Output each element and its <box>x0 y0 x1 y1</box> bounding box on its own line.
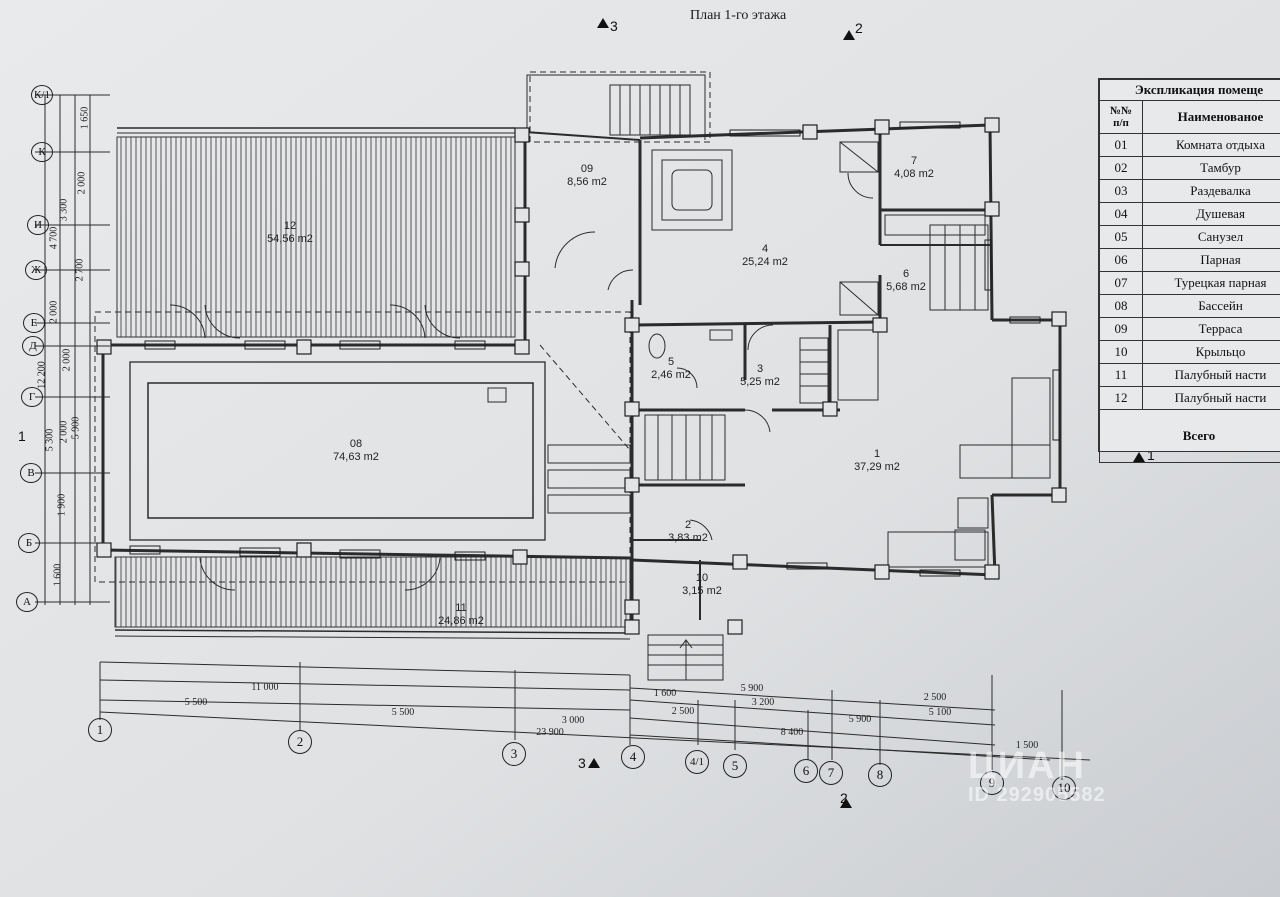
dim-h-11000: 11 000 <box>251 682 279 693</box>
dim-h-23900: 23 900 <box>536 727 564 738</box>
dim-v-5300: 5 300 <box>44 428 56 452</box>
axis-4-1: 4/1 <box>685 750 709 774</box>
pool-outline <box>129 361 546 541</box>
dim-h-5900b: 5 900 <box>848 714 872 725</box>
dim-h-2500a: 2 500 <box>671 706 695 717</box>
axis-zh: Ж <box>25 260 47 280</box>
axis-g: Г <box>21 387 43 407</box>
watermark-brand: ЦИАН <box>968 745 1086 787</box>
dim-h-5500a: 5 500 <box>184 697 208 708</box>
dim-h-2500b: 2 500 <box>923 692 947 703</box>
dim-v-1900: 1 900 <box>56 493 68 517</box>
dim-v-2000a: 2 000 <box>76 171 88 195</box>
axis-1: 1 <box>88 718 112 742</box>
axis-i: И <box>27 215 49 235</box>
dim-h-1500: 1 500 <box>1015 740 1039 751</box>
axis-4: 4 <box>621 745 645 769</box>
axis-k1: К/1 <box>31 85 53 105</box>
axis-3: 3 <box>502 742 526 766</box>
axis-b: Б <box>18 533 40 553</box>
section-mark-top-3: 3 <box>610 18 618 34</box>
axis-v: В <box>20 463 42 483</box>
dim-v-2700: 2 700 <box>74 258 86 282</box>
deck-12-hatch <box>116 136 516 338</box>
section-mark-bottom-2: 2 <box>840 790 848 806</box>
dim-v-2000b: 2 000 <box>48 300 60 324</box>
axis-5: 5 <box>723 754 747 778</box>
dim-h-3000: 3 000 <box>561 715 585 726</box>
legend-col-num: №№ п/п <box>1099 100 1143 134</box>
dim-v-2000d: 2 000 <box>58 420 70 444</box>
axis-6: 6 <box>794 759 818 783</box>
section-mark-bottom-3: 3 <box>578 755 586 771</box>
axis-8: 8 <box>868 763 892 787</box>
axis-a: А <box>16 592 38 612</box>
legend-total: Всего <box>1099 409 1280 463</box>
deck-11-hatch <box>114 556 631 628</box>
legend-col-name: Наименованое <box>1142 100 1280 134</box>
dim-h-3200: 3 200 <box>751 697 775 708</box>
watermark-id: ID 292905582 <box>968 784 1106 806</box>
dim-v-12200: 12 200 <box>36 361 48 389</box>
dim-v-4700: 4 700 <box>48 226 60 250</box>
axis-10: 10 <box>1052 776 1076 800</box>
explication-table: Экспликация помеще №№ п/п Наименованое 0… <box>1098 78 1280 463</box>
axis-9: 9 <box>980 771 1004 795</box>
dim-v-2000c: 2 000 <box>61 348 73 372</box>
dim-h-5500b: 5 500 <box>391 707 415 718</box>
dim-v-1650: 1 650 <box>79 106 91 130</box>
axis-7: 7 <box>819 761 843 785</box>
axis-d: Д <box>22 336 44 356</box>
plan-title: План 1-го этажа <box>690 8 787 23</box>
dim-h-5100: 5 100 <box>928 707 952 718</box>
legend-title: Экспликация помеще <box>1099 79 1280 101</box>
dim-h-1600: 1 600 <box>653 688 677 699</box>
axis-k: К <box>31 142 53 162</box>
pool-inner <box>147 382 534 519</box>
dim-h-8400: 8 400 <box>780 727 804 738</box>
dim-h-5900a: 5 900 <box>740 683 764 694</box>
dim-v-1600: 1 600 <box>52 563 64 587</box>
dim-v-5900: 5 900 <box>70 416 82 440</box>
section-mark-left-1: 1 <box>18 428 26 444</box>
watermark: ЦИАН ID 292905582 <box>968 745 1106 807</box>
axis-e: Е <box>23 313 45 333</box>
dim-v-3300: 3 300 <box>58 198 70 222</box>
axis-2: 2 <box>288 730 312 754</box>
section-mark-top-2: 2 <box>855 20 863 36</box>
